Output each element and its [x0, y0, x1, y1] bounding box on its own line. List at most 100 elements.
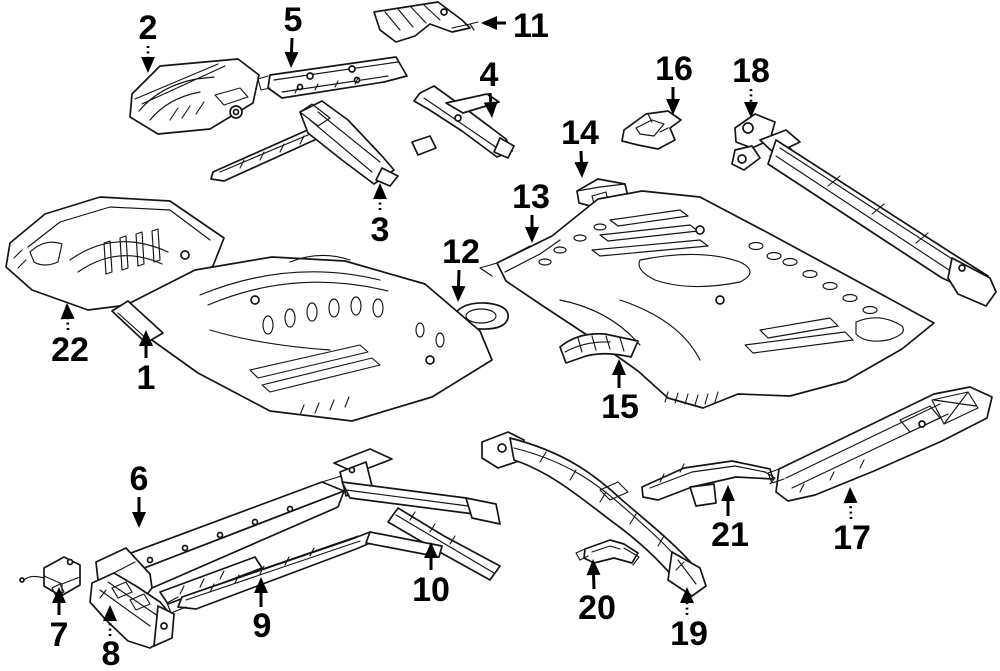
callout-number-20[interactable]: 20 — [578, 589, 616, 627]
callout-number-22[interactable]: 22 — [51, 331, 89, 369]
part-1-drawing — [111, 254, 493, 422]
part-7-drawing-stroke — [19, 577, 25, 583]
part-8-drawing-stroke — [99, 589, 107, 599]
callout-5[interactable]: 5 — [284, 1, 303, 68]
part-18-drawing-stroke — [742, 122, 754, 134]
part-6-drawing-stroke — [179, 570, 225, 595]
callout-number-13[interactable]: 13 — [512, 178, 550, 216]
part-20-drawing — [575, 539, 640, 566]
callout-arrowhead — [139, 330, 153, 346]
callout-number-10[interactable]: 10 — [412, 571, 450, 609]
part-17-drawing — [767, 386, 993, 502]
part-5-drawing — [257, 56, 408, 99]
callout-number-3[interactable]: 3 — [371, 211, 390, 249]
callout-number-2[interactable]: 2 — [139, 9, 158, 47]
part-18-drawing-stroke — [958, 264, 966, 272]
part-11-drawing-stroke — [440, 8, 448, 16]
part-5-drawing-stroke — [257, 75, 271, 91]
callout-number-17[interactable]: 17 — [833, 519, 871, 557]
part-20-drawing-stroke — [583, 539, 639, 564]
part-13-drawing-stroke — [855, 317, 904, 342]
part-19-drawing-stroke — [539, 451, 665, 547]
part-11-drawing — [373, 1, 479, 43]
callout-number-1[interactable]: 1 — [137, 359, 156, 397]
callout-14[interactable]: 14 — [561, 114, 599, 178]
part-1-drawing-stroke — [350, 296, 362, 316]
callout-17[interactable]: 17 — [833, 487, 871, 557]
callout-number-4[interactable]: 4 — [480, 56, 499, 94]
part-16-drawing — [621, 110, 682, 150]
callout-13[interactable]: 13 — [512, 178, 550, 243]
callout-12[interactable]: 12 — [442, 233, 480, 302]
part-1-drawing-stroke — [289, 254, 351, 263]
callout-arrowhead — [424, 542, 438, 558]
callout-18[interactable]: 18 — [732, 52, 770, 118]
callout-8[interactable]: 8 — [102, 605, 121, 671]
part-22-drawing-stroke — [13, 249, 27, 269]
callout-arrow-shaft — [849, 502, 853, 520]
part-6-drawing-stroke — [216, 531, 224, 539]
part-6-drawing-stroke — [286, 505, 294, 513]
callout-4[interactable]: 4 — [480, 56, 499, 118]
callout-arrowhead — [721, 485, 735, 501]
part-8-drawing-stroke — [111, 581, 151, 611]
part-2-drawing-stroke — [149, 91, 201, 121]
part-3-drawing-stroke — [299, 103, 331, 127]
callout-6[interactable]: 6 — [130, 460, 149, 528]
part-13-drawing-stroke — [664, 391, 719, 406]
part-16-drawing-stroke — [635, 119, 665, 137]
part-18-drawing — [731, 113, 997, 307]
callout-arrowhead — [52, 587, 66, 603]
part-10-drawing-stroke — [395, 514, 495, 574]
part-21-drawing-stroke — [659, 463, 685, 483]
callout-number-14[interactable]: 14 — [561, 114, 599, 152]
part-21-drawing — [641, 460, 776, 507]
callout-9[interactable]: 9 — [253, 577, 272, 645]
callout-arrowhead — [586, 559, 601, 576]
part-1-drawing-stroke — [250, 295, 260, 305]
callout-number-18[interactable]: 18 — [732, 52, 770, 90]
part-19-drawing-stroke — [497, 443, 507, 453]
part-13-drawing-stroke — [593, 223, 607, 231]
callout-2[interactable]: 2 — [139, 9, 158, 73]
callout-arrowhead — [612, 359, 626, 375]
callout-15[interactable]: 15 — [601, 359, 639, 426]
callout-number-8[interactable]: 8 — [102, 635, 121, 671]
callout-number-16[interactable]: 16 — [655, 50, 693, 88]
callout-number-11[interactable]: 11 — [513, 7, 549, 45]
callout-16[interactable]: 16 — [655, 50, 693, 115]
part-14-drawing-stroke — [576, 183, 626, 192]
callout-number-21[interactable]: 21 — [711, 516, 749, 554]
callout-7[interactable]: 7 — [50, 587, 69, 654]
part-12-drawing-stroke — [465, 308, 497, 324]
callout-21[interactable]: 21 — [711, 485, 749, 554]
part-2-drawing-stroke — [169, 101, 205, 121]
callout-11[interactable]: 11 — [481, 7, 549, 45]
part-9-drawing-stroke — [177, 531, 376, 610]
callout-number-5[interactable]: 5 — [284, 1, 303, 39]
callout-1[interactable]: 1 — [137, 330, 156, 397]
callout-number-7[interactable]: 7 — [50, 616, 69, 654]
part-18-drawing-stroke — [775, 147, 961, 273]
callout-22[interactable]: 22 — [51, 303, 89, 369]
callout-arrowhead — [481, 16, 497, 30]
callout-number-15[interactable]: 15 — [601, 388, 639, 426]
part-20-drawing-stroke — [575, 548, 589, 561]
callout-number-6[interactable]: 6 — [130, 460, 149, 498]
callout-number-19[interactable]: 19 — [670, 615, 708, 653]
callout-number-9[interactable]: 9 — [253, 607, 272, 645]
part-10-drawing-stroke — [465, 497, 501, 525]
part-4-drawing-stroke — [423, 97, 501, 151]
callout-arrowhead — [373, 183, 387, 199]
part-22-drawing-stroke — [69, 241, 169, 273]
callout-19[interactable]: 19 — [670, 587, 708, 653]
callout-20[interactable]: 20 — [578, 559, 616, 627]
part-21-drawing-stroke — [689, 483, 717, 507]
callout-number-12[interactable]: 12 — [442, 233, 480, 271]
callout-10[interactable]: 10 — [412, 542, 450, 609]
part-3-drawing-stroke — [309, 111, 381, 173]
part-9-drawing-stroke — [166, 596, 187, 614]
part-6-drawing-stroke — [146, 556, 154, 564]
callout-3[interactable]: 3 — [371, 183, 390, 249]
